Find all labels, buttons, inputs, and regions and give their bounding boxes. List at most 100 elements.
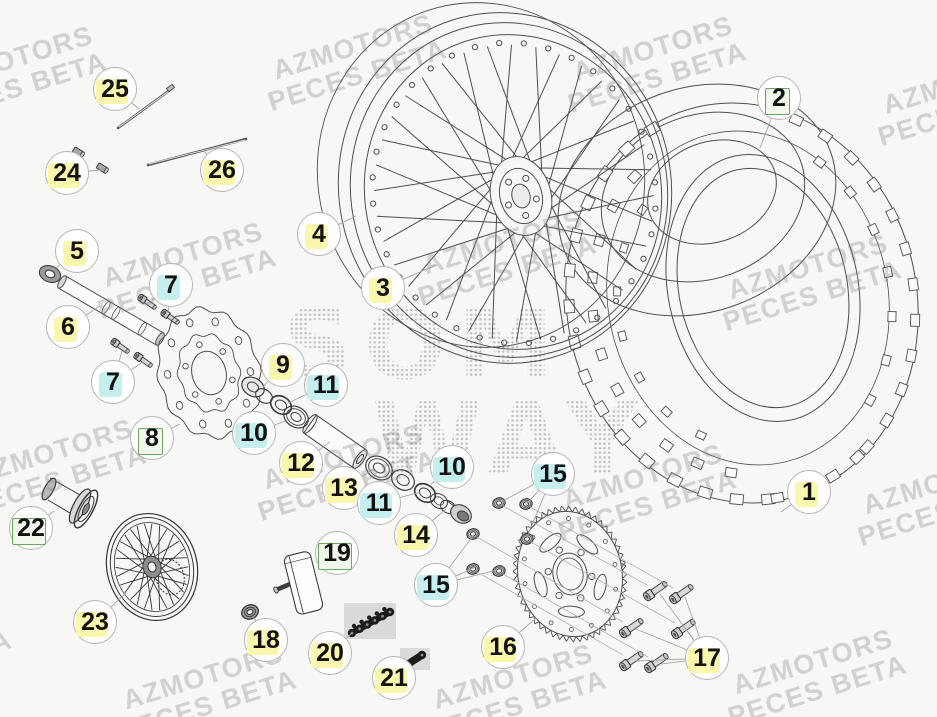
callout-16[interactable]: 16 [481,625,525,669]
callout-number: 20 [316,638,344,667]
callout-highlight [484,637,516,662]
callout-highlight [325,478,357,503]
callout-1[interactable]: 1 [787,470,831,514]
callout-3[interactable]: 3 [361,266,405,310]
callout-number: 23 [81,607,109,636]
chain-slider-part [273,551,324,615]
callout-highlight [397,525,429,550]
callout-23[interactable]: 23 [73,600,117,644]
alignment-lines [476,505,676,658]
callout-15[interactable]: 15 [531,452,575,496]
callout-4[interactable]: 4 [297,212,341,256]
callout-5[interactable]: 5 [55,229,99,273]
callout-11[interactable]: 11 [304,363,348,407]
callout-number: 18 [252,625,280,654]
bearing-train-part [241,376,472,524]
callout-10-b[interactable]: 10 [430,445,474,489]
callout-highlight [76,612,108,637]
callout-highlight [307,375,339,400]
callout-24[interactable]: 24 [45,151,89,195]
callout-2[interactable]: 2 [757,76,801,120]
callout-7[interactable]: 7 [149,263,193,307]
callout-number: 1 [802,477,816,506]
callout-17[interactable]: 17 [685,636,729,680]
callout-number: 11 [365,488,393,517]
nipples-part [72,146,109,174]
callout-number: 21 [380,663,408,692]
axle-part [38,265,165,346]
callout-25[interactable]: 25 [93,67,137,111]
chain-part [344,603,396,639]
callout-number: 19 [323,538,351,567]
callout-number: 2 [772,83,786,112]
callout-number: 24 [53,158,81,187]
callout-number: 10 [240,418,268,447]
callout-highlight [235,423,267,448]
callout-highlight [156,275,180,300]
callout-highlight [311,643,343,668]
hub-part [41,477,99,529]
callout-number: 5 [70,236,84,265]
callout-highlight [203,160,235,185]
rear-wheel-part [105,512,199,622]
callout-21[interactable]: 21 [372,656,416,700]
callout-highlight [318,543,352,570]
callout-number: 15 [422,570,450,599]
callout-number: 3 [376,273,390,302]
callout-highlight [304,224,328,249]
callout-highlight [247,630,279,655]
callout-19[interactable]: 19 [315,531,359,575]
callout-7-b[interactable]: 7 [91,360,135,404]
callout-15-b[interactable]: 15 [414,563,458,607]
callout-number: 16 [489,632,517,661]
callout-6[interactable]: 6 [46,305,90,349]
callout-number: 7 [106,367,120,396]
callout-highlight [534,464,566,489]
nut-part-18 [241,604,259,620]
callout-10[interactable]: 10 [232,411,276,455]
disc-bolts-part [110,293,180,368]
callout-26[interactable]: 26 [200,148,244,192]
callout-highlight [764,88,790,115]
callout-number: 17 [693,643,721,672]
callout-number: 9 [276,350,290,379]
callout-number: 14 [402,520,430,549]
sprocket-nuts-part [466,497,534,577]
callout-highlight [98,372,122,397]
callout-number: 4 [312,219,326,248]
callout-highlight [794,482,818,507]
tire-part [563,102,921,506]
callout-highlight [53,317,77,342]
callout-highlight [360,493,392,518]
callout-highlight [62,241,86,266]
callout-number: 12 [287,448,315,477]
callout-18[interactable]: 18 [244,618,288,662]
callout-number: 8 [145,423,159,452]
callout-highlight [137,428,163,455]
callout-12[interactable]: 12 [279,441,323,485]
rim-part [316,2,673,364]
callout-number: 15 [539,459,567,488]
callout-highlight [268,355,292,380]
callout-highlight [433,457,465,482]
callout-highlight [417,575,449,600]
callout-number: 25 [101,74,129,103]
spokes-part [116,83,248,167]
callout-highlight [688,648,720,673]
callout-14[interactable]: 14 [394,513,438,557]
callout-20[interactable]: 20 [308,631,352,675]
callout-highlight [282,453,314,478]
mousse-part [557,83,837,317]
sprocket-bolts-part [618,581,696,674]
callout-8[interactable]: 8 [130,416,174,460]
callout-number: 11 [312,370,340,399]
callout-11-b[interactable]: 11 [357,481,401,525]
callout-highlight [12,518,46,545]
callout-number: 22 [17,513,45,542]
sprocket-part [512,505,628,643]
callout-highlight [96,79,128,104]
callout-9[interactable]: 9 [261,343,305,387]
callout-22[interactable]: 22 [9,506,53,550]
